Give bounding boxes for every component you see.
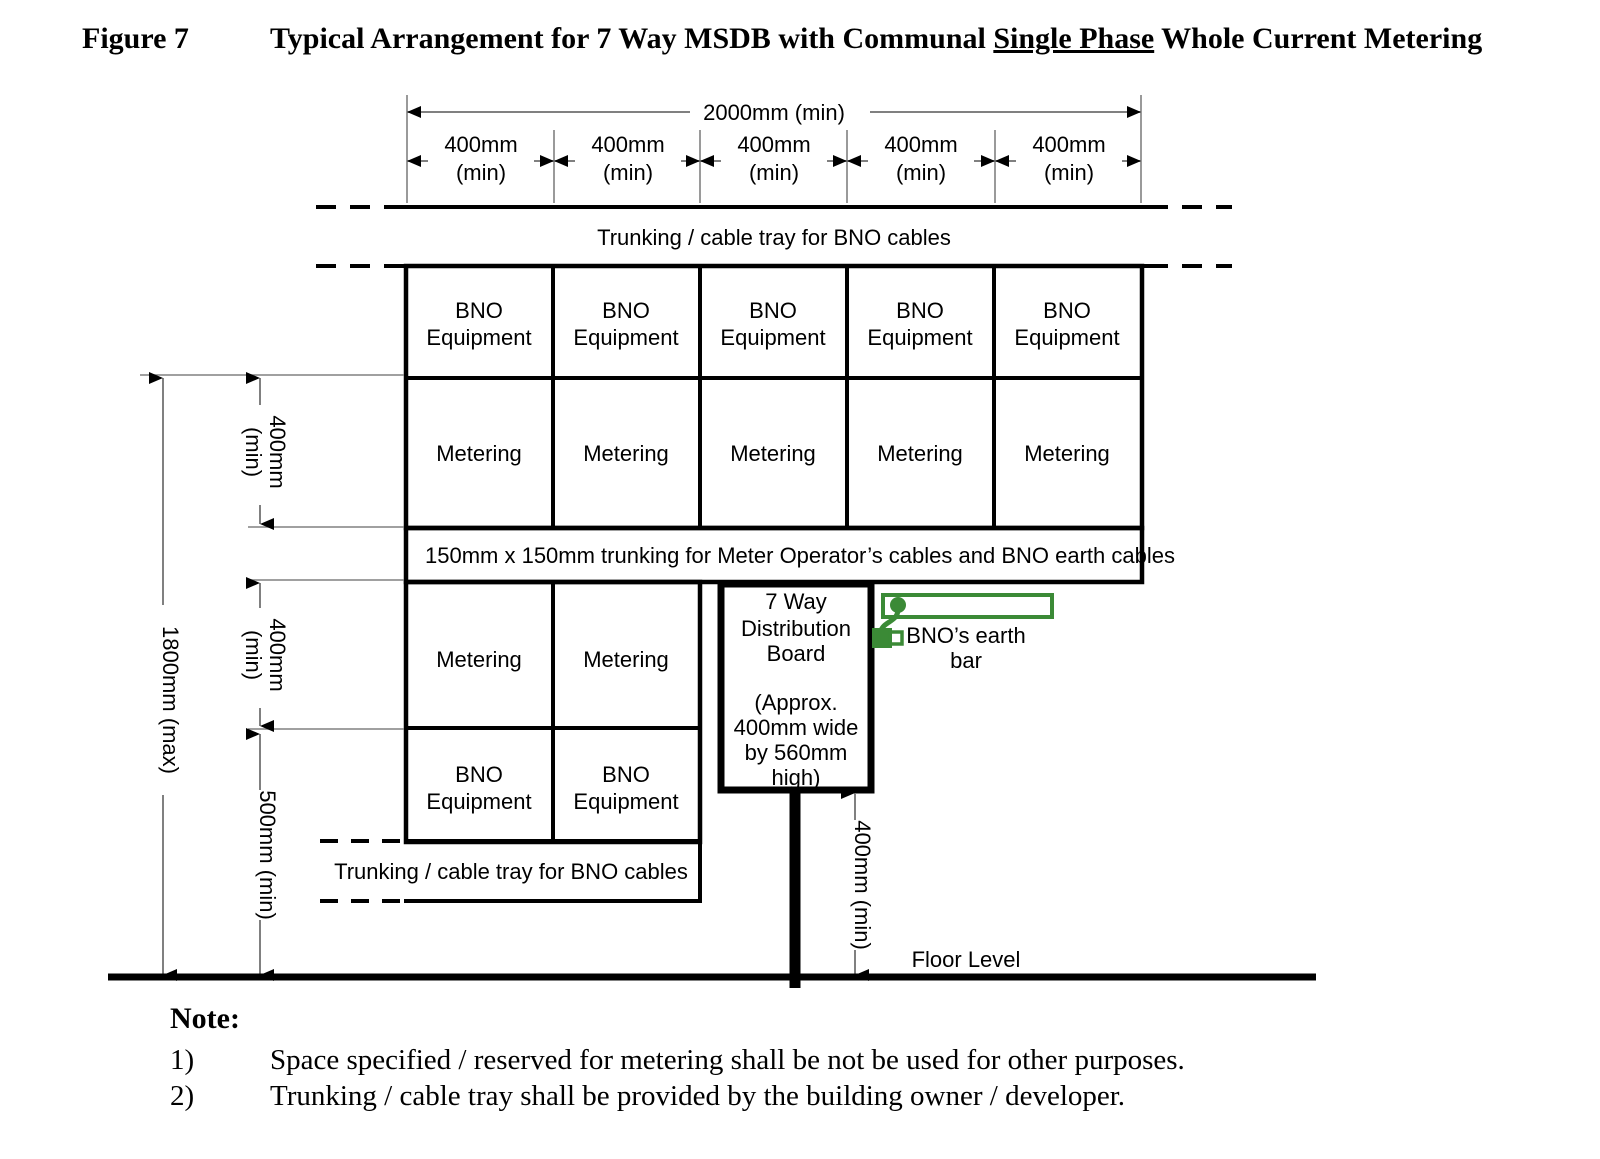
dimension-db-to-floor-label: 400mm (min) <box>850 820 875 950</box>
bno-cell-5-line1: BNO <box>1043 298 1091 323</box>
mid-trunking-band: 150mm x 150mm trunking for Meter Operato… <box>403 525 1175 585</box>
page-title: Typical Arrangement for 7 Way MSDB with … <box>270 22 1482 56</box>
floor-level-label: Floor Level <box>912 947 1021 972</box>
bno-cell-3-line2: Equipment <box>720 325 825 350</box>
metering-cell-4: Metering <box>877 441 963 466</box>
lower-bno-equipment-cell: BNO Equipment <box>426 762 531 814</box>
dimension-upper-metering-height: 400mm (min) <box>234 372 290 530</box>
db-line-6: by 560mm <box>745 740 848 765</box>
dimension-bay-5-label-line1: 400mm <box>1032 132 1105 157</box>
title-text-after: Whole Current Metering <box>1154 22 1483 55</box>
bno-cell-1-line2: Equipment <box>426 325 531 350</box>
note-1-number: 1) <box>170 1044 195 1076</box>
earth-bar-label-line2: bar <box>950 648 982 673</box>
metering-cell-2: Metering <box>583 441 669 466</box>
db-line-1: 7 Way <box>765 589 827 614</box>
lower-bno-cell-1-line1: BNO <box>455 762 503 787</box>
dimension-overall-width-label: 2000mm (min) <box>703 100 845 125</box>
title-underlined-text: Single Phase <box>993 22 1155 55</box>
dimension-bay-4-label-line1: 400mm <box>884 132 957 157</box>
lower-equipment-grid: Metering Metering BNO Equipment BNO Equi… <box>403 579 703 845</box>
dimension-overall-width: 2000mm (min) <box>407 100 1141 126</box>
note-1-text: Space specified / reserved for metering … <box>270 1044 1185 1076</box>
metering-cell-3: Metering <box>730 441 816 466</box>
dimension-bay-1: 400mm (min) <box>407 132 554 191</box>
db-line-4: (Approx. <box>754 690 837 715</box>
earth-clamp-body <box>872 628 892 648</box>
bottom-trunking-band: Trunking / cable tray for BNO cables <box>320 839 702 903</box>
msdb-arrangement-svg: 2000mm (min) 400mm (min) 400mm (min) <box>108 95 1316 988</box>
lower-bno-cell-2-line1: BNO <box>602 762 650 787</box>
bno-cell-4-line2: Equipment <box>867 325 972 350</box>
dimension-overall-height-label: 1800mm (max) <box>158 626 183 774</box>
top-trunking-band: Trunking / cable tray for BNO cables <box>316 205 1232 268</box>
upper-equipment-grid: BNO Equipment BNO Equipment BNO Equipmen… <box>403 263 1145 531</box>
mid-trunking-label: 150mm x 150mm trunking for Meter Operato… <box>425 543 1175 568</box>
db-line-5: 400mm wide <box>734 715 859 740</box>
floor-level: Floor Level <box>108 947 1316 981</box>
dimension-bottom-height-label: 500mm (min) <box>255 790 280 920</box>
note-2-text: Trunking / cable tray shall be provided … <box>270 1080 1126 1112</box>
dimension-bay-3-label-line2: (min) <box>749 160 799 185</box>
dimension-bay-1-label-line2: (min) <box>456 160 506 185</box>
title-text-before: Typical Arrangement for 7 Way MSDB with … <box>270 22 994 55</box>
note-2-number: 2) <box>170 1080 195 1112</box>
lower-metering-cell-2: Metering <box>583 647 669 672</box>
dimension-upper-metering-line1: 400mm <box>265 415 290 488</box>
bno-equipment-cell: BNO Equipment <box>573 298 678 350</box>
bno-equipment-cell: BNO Equipment <box>720 298 825 350</box>
dimension-overall-height: 1800mm (max) <box>149 372 183 981</box>
lower-metering-cell-1: Metering <box>436 647 522 672</box>
dimension-bay-5: 400mm (min) <box>995 132 1141 191</box>
metering-cell-5: Metering <box>1024 441 1110 466</box>
bno-cell-1-line1: BNO <box>455 298 503 323</box>
top-trunking-label: Trunking / cable tray for BNO cables <box>597 225 951 250</box>
bno-earth-bar <box>881 593 1054 619</box>
lower-bno-cell-1-line2: Equipment <box>426 789 531 814</box>
db-line-3: Board <box>767 641 826 666</box>
db-line-2: Distribution <box>741 616 851 641</box>
bno-cell-4-line1: BNO <box>896 298 944 323</box>
dimension-bottom-height: 500mm (min) <box>246 728 280 981</box>
distribution-board: 7 Way Distribution Board (Approx. 400mm … <box>717 580 875 988</box>
bno-equipment-cell: BNO Equipment <box>867 298 972 350</box>
dimension-lower-metering-height: 400mm (min) <box>234 577 290 732</box>
dimension-bay-4: 400mm (min) <box>847 132 995 191</box>
db-line-7: high) <box>772 765 821 790</box>
dimension-lower-metering-line1: 400mm <box>265 618 290 691</box>
notes-heading: Note: <box>170 1002 240 1035</box>
dimension-bay-2: 400mm (min) <box>554 132 700 191</box>
bno-cell-3-line1: BNO <box>749 298 797 323</box>
bno-equipment-cell: BNO Equipment <box>426 298 531 350</box>
bno-cell-2-line1: BNO <box>602 298 650 323</box>
dimension-bay-2-label-line2: (min) <box>603 160 653 185</box>
dimension-bay-2-label-line1: 400mm <box>591 132 664 157</box>
bno-cell-5-line2: Equipment <box>1014 325 1119 350</box>
bno-earth-bar-assembly: BNO’s earth bar <box>872 593 1054 673</box>
bno-cell-2-line2: Equipment <box>573 325 678 350</box>
dimension-bay-4-label-line2: (min) <box>896 160 946 185</box>
lower-bno-cell-2-line2: Equipment <box>573 789 678 814</box>
metering-cell-1: Metering <box>436 441 522 466</box>
dimension-bay-group: 400mm (min) 400mm (min) 400mm (min) <box>407 132 1141 191</box>
earth-bar-terminal-dot <box>890 597 906 613</box>
bottom-trunking-label: Trunking / cable tray for BNO cables <box>334 859 688 884</box>
dimension-bay-3: 400mm (min) <box>700 132 847 191</box>
lower-bno-equipment-cell: BNO Equipment <box>573 762 678 814</box>
dimension-bay-1-label-line1: 400mm <box>444 132 517 157</box>
bno-equipment-cell: BNO Equipment <box>1014 298 1119 350</box>
dimension-db-to-floor: 400mm (min) <box>841 787 875 981</box>
dimension-upper-metering-line2: (min) <box>241 427 266 477</box>
dimension-lower-metering-line2: (min) <box>241 630 266 680</box>
earth-bar-label-line1: BNO’s earth <box>906 623 1025 648</box>
earth-clamp-bolt <box>888 630 904 646</box>
figure-label: Figure 7 <box>82 22 189 55</box>
dimension-bay-3-label-line1: 400mm <box>737 132 810 157</box>
dimension-bay-5-label-line2: (min) <box>1044 160 1094 185</box>
technical-drawing: 2000mm (min) 400mm (min) 400mm (min) <box>108 95 1316 988</box>
